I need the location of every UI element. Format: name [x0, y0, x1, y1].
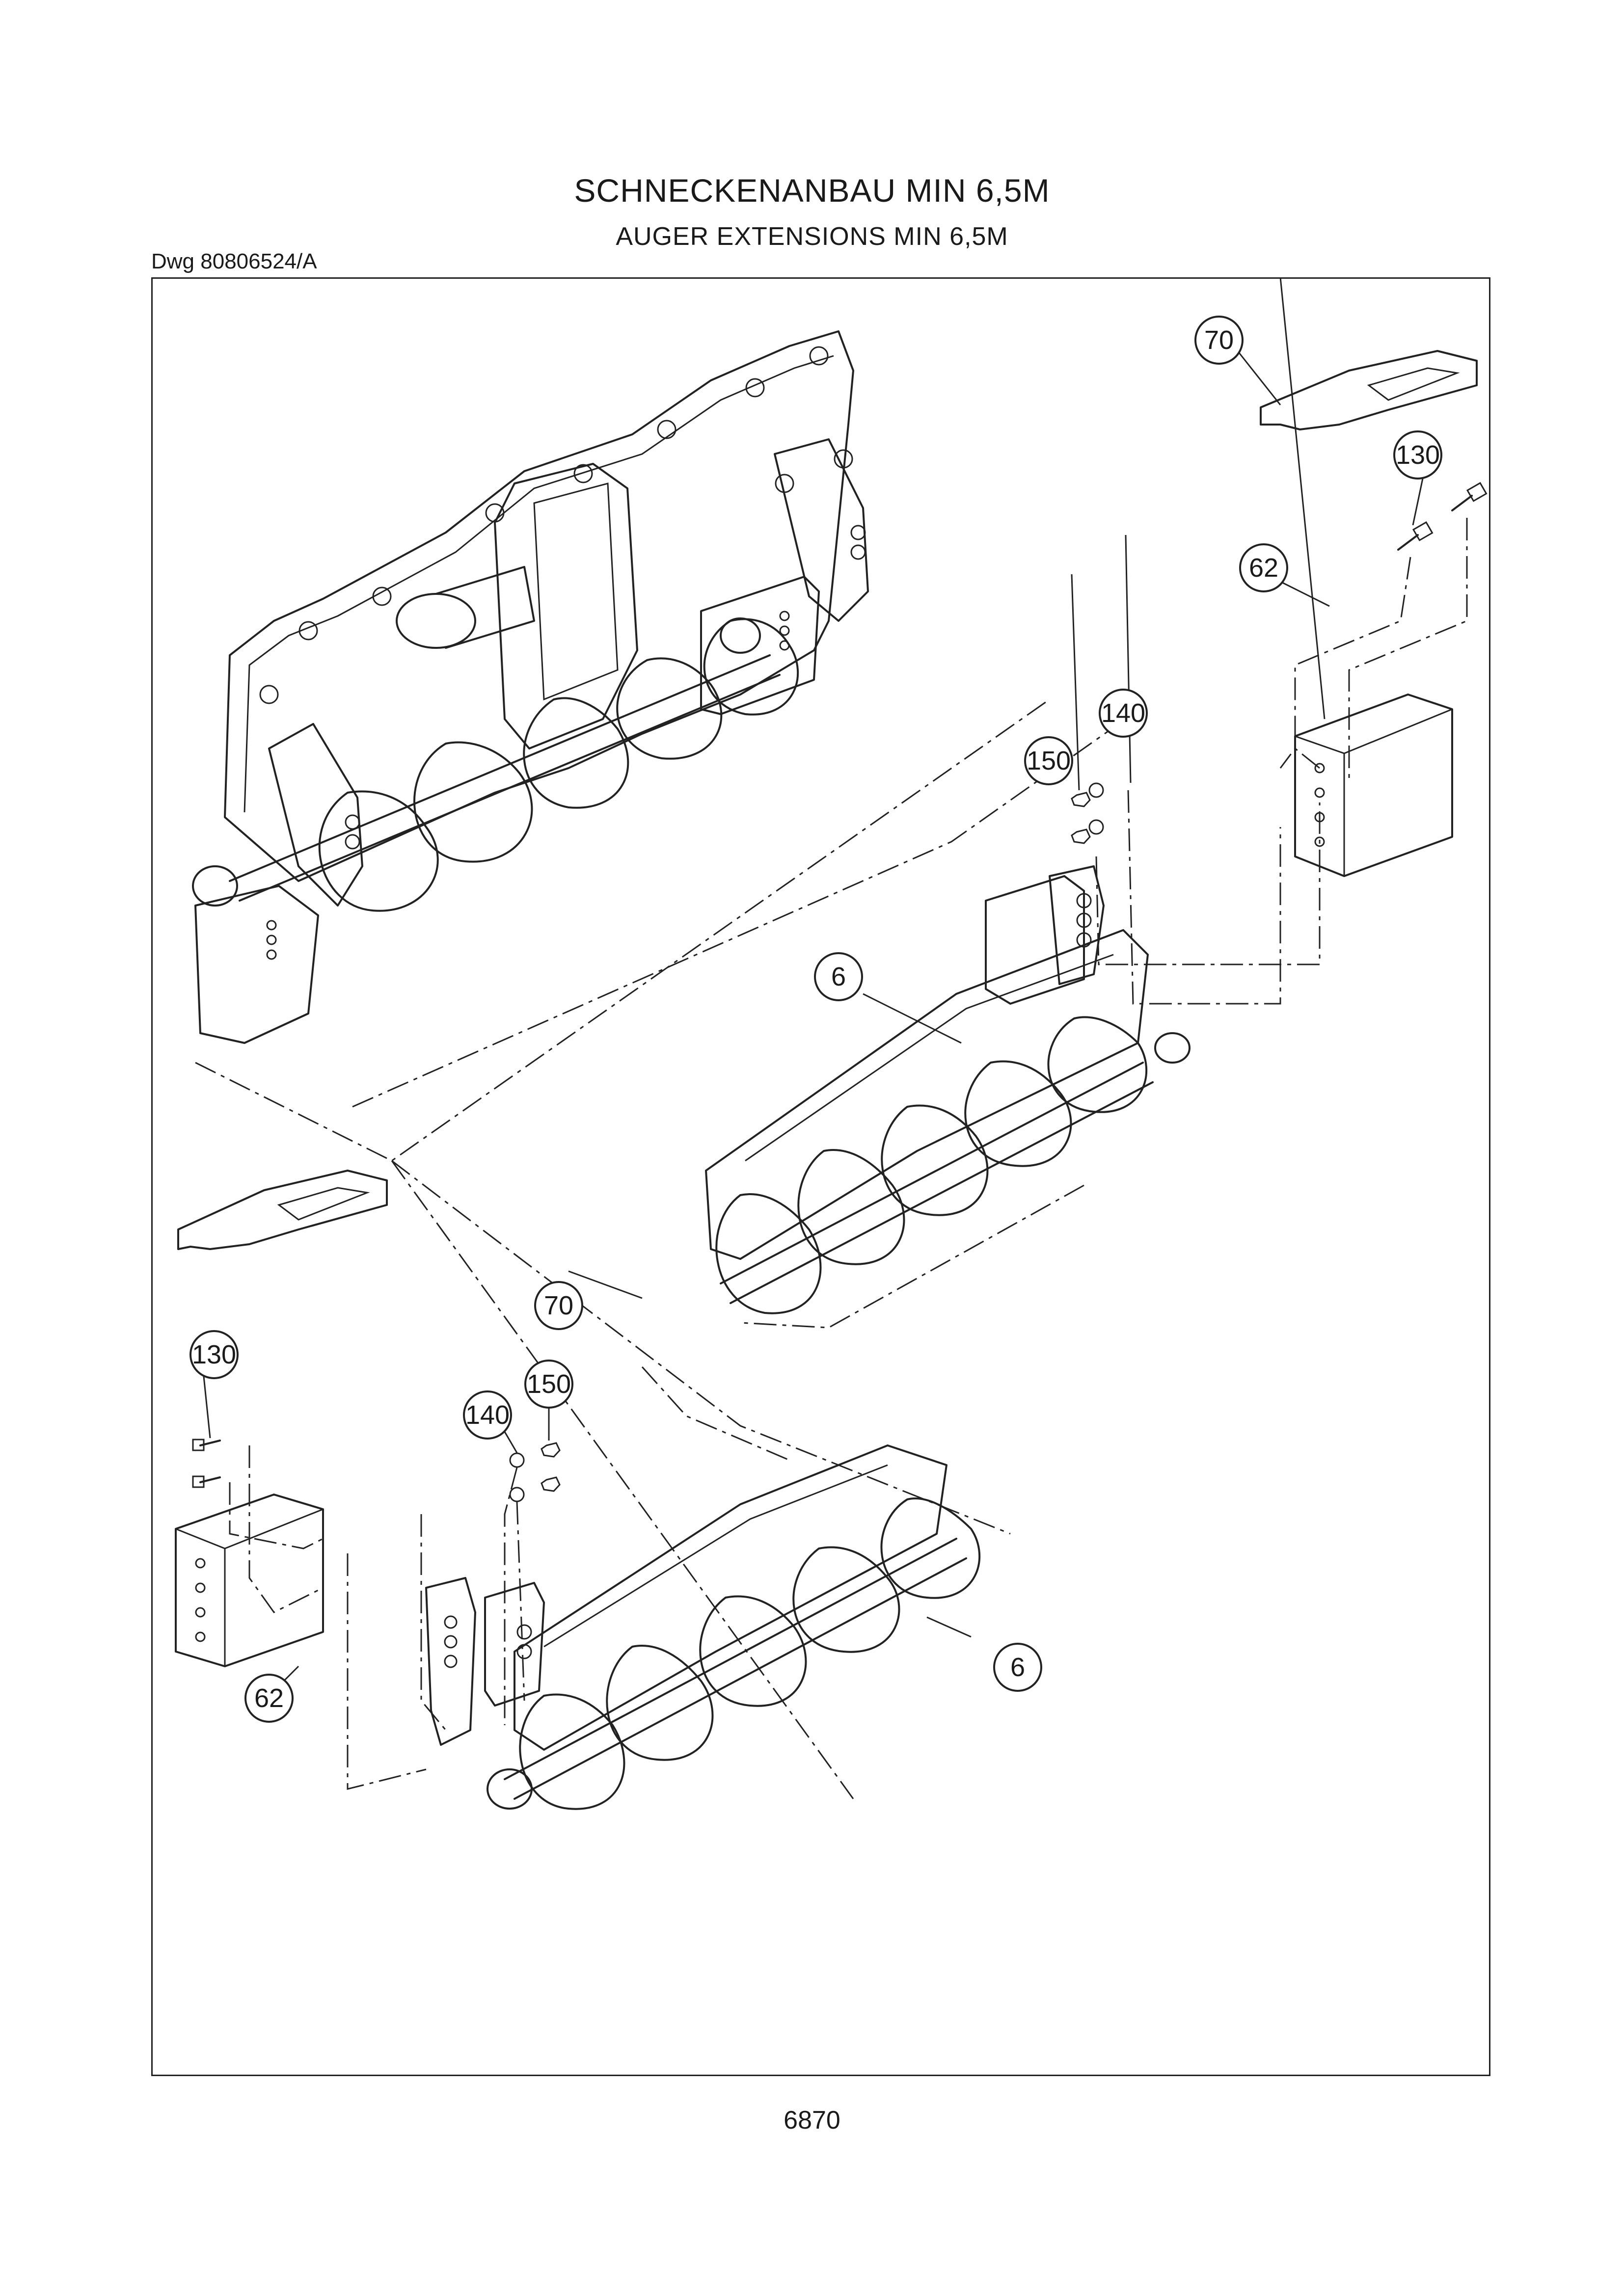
- shaft-end-right: [720, 617, 761, 654]
- exploded-view-drawing: 70 130 62 140 150 6 70 130 140 150 62 6: [175, 277, 1488, 1810]
- left-side-plate: [194, 885, 319, 1044]
- right-arm: [774, 438, 869, 622]
- gearbox-housing: [494, 463, 638, 749]
- callout-70-left: 70: [534, 1281, 583, 1330]
- bolts-left: [192, 1439, 221, 1488]
- drawing-number: Dwg 80806524/A: [151, 249, 317, 273]
- auger-extension-top: [705, 865, 1191, 1314]
- extension-flights-top: [715, 1016, 1148, 1314]
- extension-mount-bottom: [484, 1582, 545, 1707]
- callout-70-top: 70: [1194, 316, 1244, 365]
- extension-side-plate-top: [1049, 865, 1105, 985]
- spacer-block-left: [175, 1494, 324, 1667]
- drawing-frame: [151, 277, 1490, 2076]
- hydraulic-motor: [396, 593, 476, 649]
- callout-140-left: 140: [463, 1390, 512, 1440]
- svg-text:62: 62: [254, 1683, 284, 1713]
- spacer-block-top: [1294, 694, 1453, 877]
- assembly-lines: [195, 518, 1468, 1799]
- callout-150-top: 150: [1024, 736, 1073, 785]
- svg-text:130: 130: [192, 1340, 236, 1369]
- title-english: AUGER EXTENSIONS MIN 6,5M: [616, 222, 1008, 251]
- main-auger-shaft: [229, 654, 781, 902]
- extension-mount-top: [985, 875, 1085, 1005]
- page-number: 6870: [784, 2106, 840, 2135]
- svg-text:70: 70: [1204, 325, 1234, 355]
- svg-text:130: 130: [1396, 440, 1440, 470]
- extension-side-plate-bottom: [425, 1577, 476, 1746]
- extension-shaft-bottom: [504, 1538, 967, 1800]
- callout-140-top: 140: [1099, 689, 1148, 738]
- shaft-end-left: [192, 865, 238, 907]
- svg-text:62: 62: [1249, 553, 1278, 583]
- main-auger-flights: [318, 618, 799, 912]
- extension-shaft-end-top: [1154, 1032, 1191, 1064]
- callout-130-top: 130: [1393, 430, 1442, 480]
- extension-shaft-end-bottom: [487, 1768, 533, 1810]
- svg-text:70: 70: [544, 1291, 573, 1320]
- callout-62-top: 62: [1239, 543, 1288, 592]
- callout-62-left: 62: [244, 1674, 294, 1723]
- auger-extension-bottom: [425, 1444, 981, 1810]
- extension-housing-bottom: [514, 1444, 947, 1751]
- svg-text:140: 140: [465, 1400, 510, 1430]
- frame-back-plate: [224, 330, 854, 882]
- title-german: SCHNECKENANBAU MIN 6,5M: [574, 172, 1050, 209]
- bolts-top: [1397, 482, 1488, 551]
- svg-text:140: 140: [1101, 698, 1145, 728]
- main-auger-frame: [192, 330, 869, 1044]
- washers-nuts-top: [1071, 782, 1104, 844]
- svg-text:6: 6: [831, 962, 846, 991]
- callout-6-top: 6: [814, 952, 863, 1001]
- callout-150-left: 150: [524, 1360, 573, 1409]
- extension-shaft-top: [720, 1062, 1154, 1304]
- leader-lines: [202, 277, 1424, 1702]
- callout-130-left: 130: [189, 1330, 239, 1379]
- svg-text:150: 150: [1027, 746, 1071, 775]
- svg-text:6: 6: [1010, 1653, 1025, 1682]
- frame-bolts: [259, 346, 853, 704]
- right-inner-plate: [700, 576, 820, 715]
- callout-6-bottom: 6: [993, 1643, 1042, 1692]
- svg-text:150: 150: [527, 1369, 571, 1399]
- washers-nuts-left: [509, 1442, 561, 1502]
- left-arm: [268, 723, 363, 907]
- cover-plate-left: [177, 1170, 388, 1250]
- cover-plate-top: [1260, 350, 1478, 430]
- extension-flights-bottom: [519, 1497, 981, 1810]
